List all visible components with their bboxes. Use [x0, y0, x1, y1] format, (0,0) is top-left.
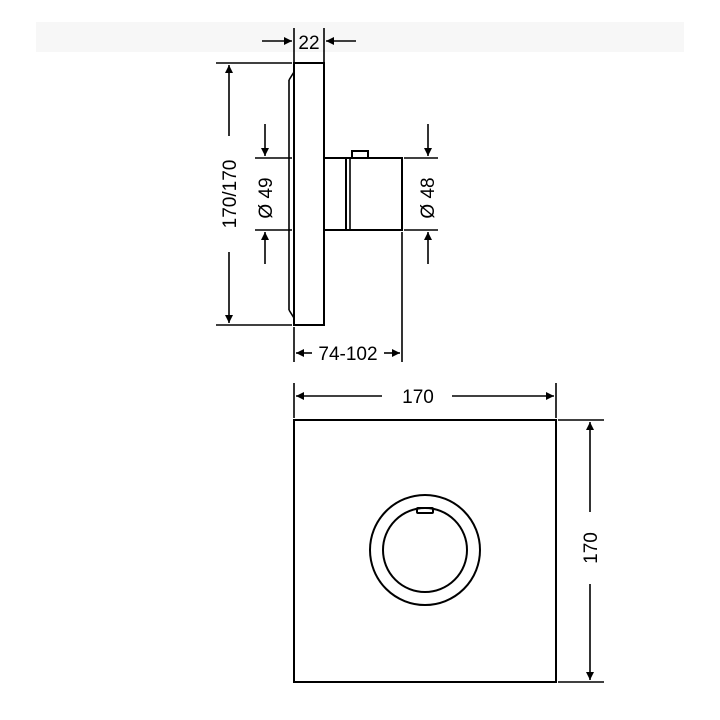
dim-right-diameter: Ø 48: [404, 124, 439, 264]
dim-depth: 22: [262, 28, 356, 62]
side-indicator: [351, 150, 369, 159]
dim-front-height: 170: [558, 419, 604, 683]
projection-label: 74-102: [318, 344, 377, 365]
side-plate: [293, 62, 325, 326]
front-handle-outer: [369, 494, 481, 606]
side-plate-bevel-bottom: [288, 309, 295, 319]
dim-side-height: 170/170: [216, 62, 292, 326]
depth-label: 22: [298, 33, 319, 54]
front-width-label: 170: [402, 387, 434, 408]
dim-front-width: 170: [293, 383, 557, 418]
front-height-label: 170: [581, 532, 602, 564]
front-plate: [293, 419, 557, 683]
dim-projection: 74-102: [293, 232, 403, 365]
dim-left-diameter: Ø 49: [255, 124, 292, 264]
front-indicator: [416, 507, 434, 514]
left-diameter-label: Ø 49: [256, 177, 277, 218]
side-plate-bevel-top: [288, 71, 295, 81]
front-handle-inner: [382, 507, 468, 593]
side-handle: [345, 157, 403, 231]
side-view: 22 170/170 Ø 49 Ø 48: [216, 28, 439, 365]
side-neck: [323, 157, 347, 231]
top-band: [36, 22, 684, 52]
side-height-label: 170/170: [220, 160, 241, 229]
front-view: 170 170: [293, 383, 604, 683]
right-diameter-label: Ø 48: [418, 177, 439, 218]
